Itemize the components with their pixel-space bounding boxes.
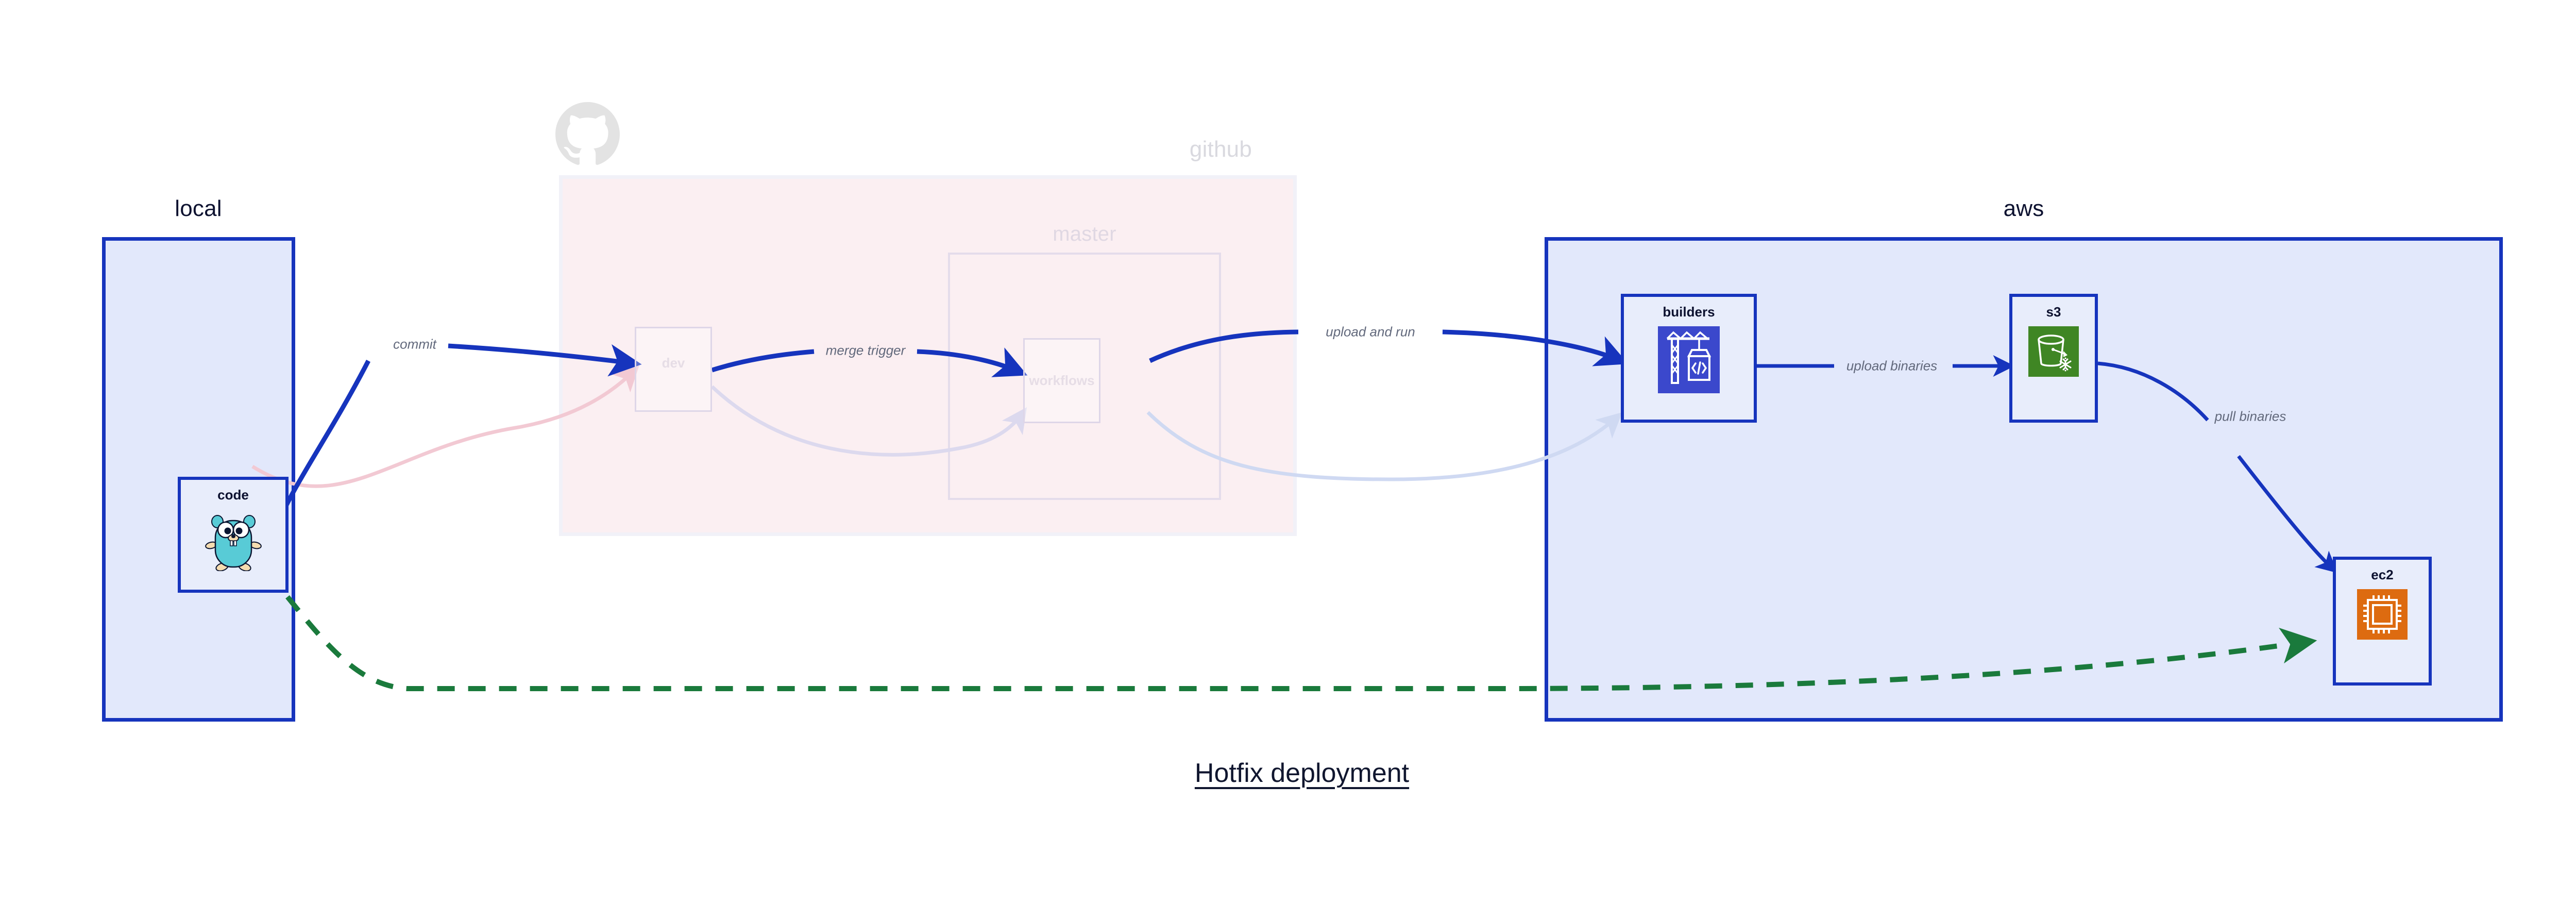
edge-pull-binaries-tail	[2237, 455, 2338, 573]
group-box-master	[948, 253, 1221, 500]
diagram-title: Hotfix deployment	[1194, 758, 1410, 788]
group-label-master: master	[1053, 223, 1116, 245]
edge-direct-deploy	[285, 595, 2317, 691]
node-s3[interactable]: s3	[2009, 294, 2098, 423]
edge-label-pull-binaries: pull binaries	[2212, 408, 2289, 425]
edge-label-upload-and-run: upload and run	[1324, 324, 1417, 340]
edge-upload-and-run	[1149, 329, 1299, 363]
node-ec2-label: ec2	[2371, 567, 2394, 582]
node-dev[interactable]: dev	[635, 327, 712, 412]
node-code-label: code	[217, 487, 249, 503]
edge-merge-trigger	[711, 349, 815, 373]
edge-ghost-code-dev	[251, 365, 639, 488]
group-label-aws: aws	[2003, 196, 2044, 221]
aws-ec2-chip-icon	[2357, 589, 2408, 642]
edge-commit-tail	[448, 343, 642, 377]
aws-codebuild-crane-icon	[1658, 326, 1720, 396]
edge-merge-trigger-tail	[917, 347, 1028, 377]
edge-pull-binaries	[2097, 361, 2209, 422]
group-box-github	[559, 175, 1297, 536]
edge-label-merge-trigger: merge trigger	[823, 342, 908, 359]
node-code[interactable]: code	[178, 477, 289, 593]
node-workflows-label: workflows	[1029, 373, 1095, 388]
edge-label-upload-binaries: upload binaries	[1844, 358, 1940, 374]
node-dev-label: dev	[662, 355, 685, 371]
node-ec2[interactable]: ec2	[2333, 557, 2432, 686]
node-s3-label: s3	[2046, 304, 2061, 320]
group-label-github: github	[1189, 137, 1252, 162]
edge-ghost-workflows-builders	[1146, 411, 1623, 481]
node-builders-label: builders	[1663, 304, 1715, 320]
edge-upload-and-run-tail	[1442, 329, 1629, 366]
node-workflows[interactable]: workflows	[1023, 338, 1100, 423]
go-gopher-icon	[205, 509, 262, 574]
edge-ghost-dev-workflows	[710, 385, 1027, 457]
node-builders[interactable]: builders	[1621, 294, 1757, 423]
edge-label-commit: commit	[391, 336, 438, 353]
github-octocat-icon	[555, 102, 620, 166]
group-label-local: local	[175, 196, 222, 221]
aws-s3-bucket-icon	[2028, 326, 2079, 379]
